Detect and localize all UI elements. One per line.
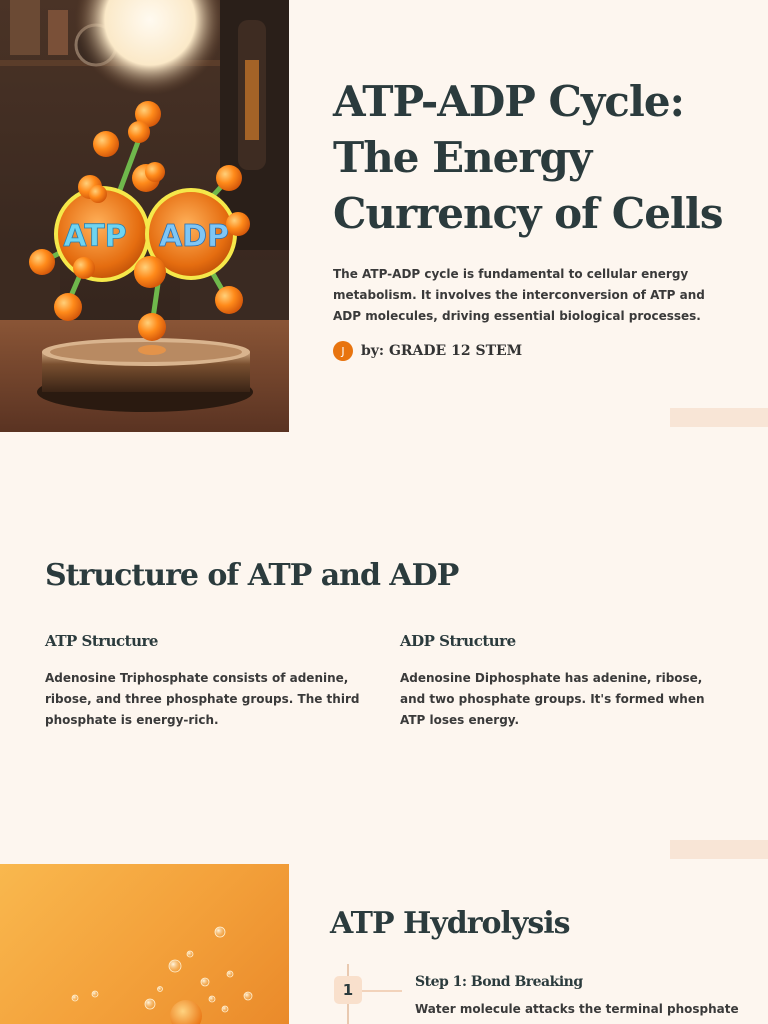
structure-section: Structure of ATP and ADP ATP Structure A… xyxy=(0,432,768,864)
hydrolysis-title: ATP Hydrolysis xyxy=(330,906,571,941)
atp-structure-column: ATP Structure Adenosine Triphosphate con… xyxy=(45,632,375,731)
atp-structure-heading: ATP Structure xyxy=(45,632,158,650)
adp-structure-column: ADP Structure Adenosine Diphosphate has … xyxy=(400,632,720,731)
hero-section: ATP ADP A xyxy=(0,0,768,432)
step-connector xyxy=(362,990,402,992)
avatar: J xyxy=(333,341,353,361)
intro-paragraph: The ATP-ADP cycle is fundamental to cell… xyxy=(333,267,705,323)
hero-text-block: ATP-ADP Cycle: The Energy Currency of Ce… xyxy=(333,74,733,361)
author-name: by: GRADE 12 STEM xyxy=(361,343,523,359)
title-line-3: Currency of Cells xyxy=(333,189,724,238)
atp-adp-molecule-image: ATP ADP xyxy=(0,0,289,432)
step-title: Step 1: Bond Breaking xyxy=(415,974,583,990)
decorative-band xyxy=(670,408,768,427)
hydrolysis-droplets-image xyxy=(0,864,289,1024)
page-title: ATP-ADP Cycle: The Energy Currency of Ce… xyxy=(333,74,733,242)
atp-molecule-label: ATP xyxy=(63,219,126,254)
decorative-band xyxy=(670,840,768,859)
adp-structure-text: Adenosine Diphosphate has adenine, ribos… xyxy=(400,671,705,727)
title-line-2: The Energy xyxy=(333,133,592,182)
step-description: Water molecule attacks the terminal phos… xyxy=(415,1002,739,1016)
author-byline: J by: GRADE 12 STEM xyxy=(333,341,733,361)
hydrolysis-section: ATP Hydrolysis 1 Step 1: Bond Breaking W… xyxy=(0,864,768,1024)
adp-structure-heading: ADP Structure xyxy=(400,632,516,650)
adp-molecule-label: ADP xyxy=(159,219,229,254)
title-line-1: ATP-ADP Cycle: xyxy=(333,77,685,126)
structure-title: Structure of ATP and ADP xyxy=(45,558,459,593)
atp-structure-text: Adenosine Triphosphate consists of adeni… xyxy=(45,671,360,727)
step-number-badge: 1 xyxy=(334,976,362,1004)
